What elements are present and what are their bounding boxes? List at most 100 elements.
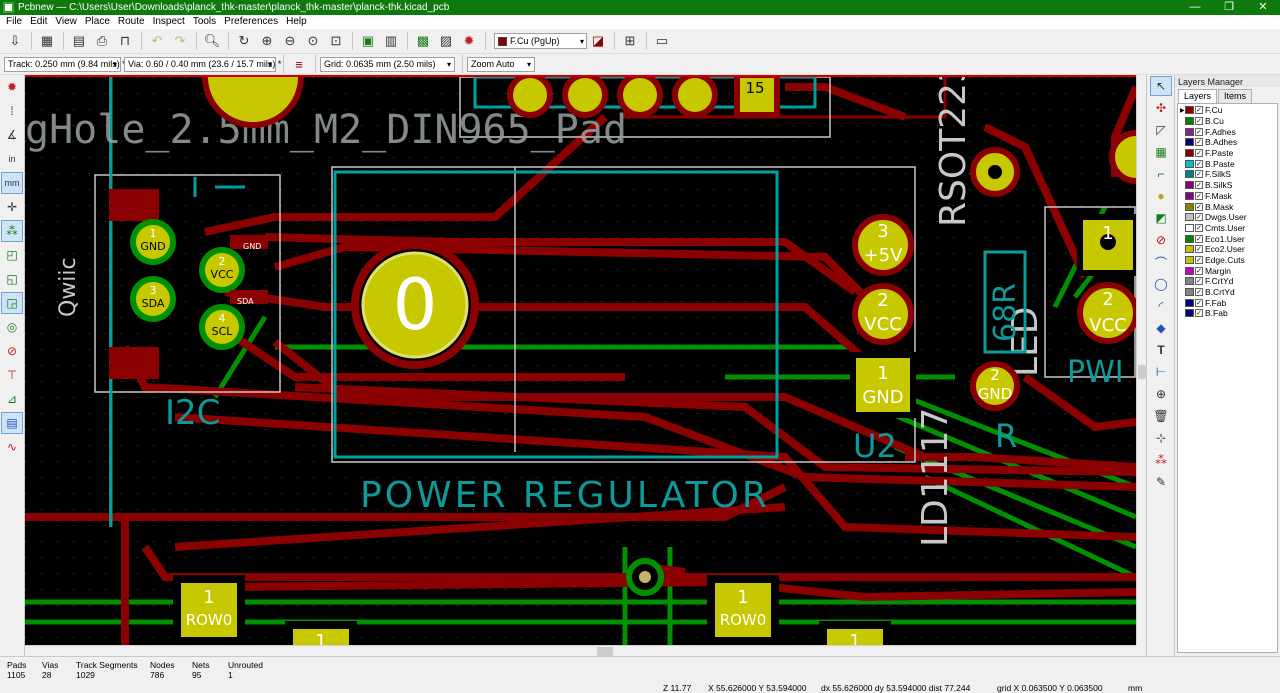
layer-color-swatch[interactable] xyxy=(1185,170,1194,179)
layer-visible-checkbox[interactable]: ✓ xyxy=(1195,181,1203,190)
layer-visible-checkbox[interactable]: ✓ xyxy=(1195,277,1203,286)
add-circle-icon[interactable]: ◯ xyxy=(1154,277,1168,291)
track-width-select[interactable]: Track: 0.250 mm (9.84 mils) * ▾ xyxy=(4,56,126,72)
layer-visible-checkbox[interactable]: ✓ xyxy=(1195,223,1203,232)
open-icon[interactable]: ⇩ xyxy=(9,33,21,48)
pad-5v[interactable] xyxy=(852,214,914,276)
vertical-scroll-thumb[interactable] xyxy=(1138,365,1146,379)
pad[interactable] xyxy=(734,77,780,118)
auto-track-width-icon[interactable]: ≡ xyxy=(295,56,303,72)
pad-sda[interactable] xyxy=(130,276,176,322)
layer-row[interactable]: ✓B.Fab xyxy=(1178,308,1277,319)
layer-color-swatch[interactable] xyxy=(1185,266,1194,275)
layer-visible-checkbox[interactable]: ✓ xyxy=(1195,255,1203,264)
add-polygon-icon[interactable]: ◆ xyxy=(1156,321,1166,335)
pcb-canvas[interactable]: gHole_2.5mm_M2_DIN965_Pad POWER REGULATO… xyxy=(25,75,1136,645)
layer-row[interactable]: ✓B.SilkS xyxy=(1178,180,1277,191)
layer-color-swatch[interactable] xyxy=(1185,213,1194,222)
menu-tools[interactable]: Tools xyxy=(192,16,217,27)
layer-row[interactable]: ✓B.Mask xyxy=(1178,201,1277,212)
curved-ratsnest-icon[interactable]: ◰ xyxy=(6,248,18,262)
zoom-selection-icon[interactable]: ⊡ xyxy=(330,33,342,48)
layer-color-swatch[interactable] xyxy=(1185,181,1194,190)
high-contrast-icon[interactable]: ⊿ xyxy=(6,392,18,406)
layer-row[interactable]: ✓Edge.Cuts xyxy=(1178,255,1277,266)
zone-outline-icon[interactable]: ◲ xyxy=(1,292,23,314)
led-pad-2[interactable] xyxy=(1077,282,1136,344)
layer-visible-checkbox[interactable]: ✓ xyxy=(1195,117,1203,126)
minimize-button[interactable]: — xyxy=(1189,1,1201,13)
layer-row[interactable]: ✓B.Adhes xyxy=(1178,137,1277,148)
add-target-icon[interactable]: ⊕ xyxy=(1155,387,1167,401)
layer-row[interactable]: ✓F.Paste xyxy=(1178,148,1277,159)
board-view[interactable]: gHole_2.5mm_M2_DIN965_Pad POWER REGULATO… xyxy=(25,77,1136,645)
layer-row[interactable]: ✓B.CrtYd xyxy=(1178,287,1277,298)
tab-items[interactable]: Items xyxy=(1218,89,1253,103)
page-settings-icon[interactable]: ▤ xyxy=(72,33,86,48)
via-sketch-icon[interactable]: ⊘ xyxy=(6,344,18,358)
layer-row[interactable]: ✓F.SilkS xyxy=(1178,169,1277,180)
layer-visible-checkbox[interactable]: ✓ xyxy=(1195,266,1203,275)
find-icon[interactable]: 🔍︎ xyxy=(203,33,221,48)
drc-icon[interactable]: ✹ xyxy=(463,33,475,48)
layer-color-swatch[interactable] xyxy=(1185,117,1194,126)
update-pcb-icon[interactable]: ▨ xyxy=(439,33,453,48)
layer-visible-checkbox[interactable]: ✓ xyxy=(1195,138,1203,147)
vertical-scrollbar[interactable] xyxy=(1136,75,1146,645)
layer-row[interactable]: ✓Eco2.User xyxy=(1178,244,1277,255)
layer-visible-checkbox[interactable]: ✓ xyxy=(1195,106,1203,115)
polar-coords-icon[interactable]: ∡ xyxy=(6,128,18,142)
add-zone-icon[interactable]: ◩ xyxy=(1155,211,1167,225)
layer-visible-checkbox[interactable]: ✓ xyxy=(1195,245,1203,254)
zoom-select[interactable]: Zoom Auto ▾ xyxy=(467,56,535,72)
switch-pad[interactable] xyxy=(285,621,357,645)
menu-help[interactable]: Help xyxy=(286,16,307,27)
layer-row[interactable]: ✓F.Fab xyxy=(1178,297,1277,308)
pad-gnd[interactable] xyxy=(130,219,176,265)
via-size-select[interactable]: Via: 0.60 / 0.40 mm (23.6 / 15.7 mils) *… xyxy=(124,56,281,72)
layer-row[interactable]: ✓B.Paste xyxy=(1178,158,1277,169)
drc-marker-icon[interactable]: ✹ xyxy=(6,80,18,94)
resistor-pad-gnd[interactable] xyxy=(970,361,1020,411)
print-icon[interactable]: ⎙ xyxy=(96,33,108,48)
grid-select[interactable]: Grid: 0.0635 mm (2.50 mils) ▾ xyxy=(320,56,455,72)
menu-preferences[interactable]: Preferences xyxy=(224,16,279,27)
grid-origin-icon[interactable]: ⁂ xyxy=(1155,453,1167,467)
layer-color-swatch[interactable] xyxy=(1185,277,1194,286)
switch-pad[interactable] xyxy=(819,621,891,645)
layer-visible-checkbox[interactable]: ✓ xyxy=(1195,213,1203,222)
layer-color-swatch[interactable] xyxy=(1185,288,1194,297)
layer-visible-checkbox[interactable]: ✓ xyxy=(1195,298,1203,307)
layer-row[interactable]: ✓F.Adhes xyxy=(1178,126,1277,137)
ratsnest-icon[interactable]: ⁂ xyxy=(1,220,23,242)
layer-row[interactable]: ✓B.Cu xyxy=(1178,116,1277,127)
tab-layers[interactable]: Layers xyxy=(1178,89,1218,103)
layer-visible-checkbox[interactable]: ✓ xyxy=(1195,159,1203,168)
menu-file[interactable]: File xyxy=(6,16,23,27)
pad[interactable] xyxy=(672,77,718,118)
pad[interactable] xyxy=(562,77,608,118)
maximize-button[interactable]: ❐ xyxy=(1224,1,1234,13)
add-line-icon[interactable]: ⌒ xyxy=(1154,255,1167,270)
zoom-in-icon[interactable]: ⊕ xyxy=(261,33,273,48)
zoom-out-icon[interactable]: ⊖ xyxy=(284,33,296,48)
menu-edit[interactable]: Edit xyxy=(30,16,48,27)
switch-pad-row0[interactable] xyxy=(173,575,245,645)
local-ratsnest-icon[interactable]: ◸ xyxy=(1156,123,1166,137)
connector-tab[interactable] xyxy=(109,189,159,221)
layer-color-swatch[interactable] xyxy=(1185,106,1194,115)
grid-toggle-icon[interactable]: ⁞ xyxy=(10,104,14,118)
layer-row[interactable]: ▶✓F.Cu xyxy=(1178,105,1277,116)
active-layer-select[interactable]: F.Cu (PgUp) ▾ xyxy=(494,33,587,49)
netlist-icon[interactable]: ▩ xyxy=(416,33,430,48)
autoplace-icon[interactable]: ⊞ xyxy=(624,33,636,48)
inch-units-icon[interactable]: in xyxy=(8,154,16,164)
add-arc-icon[interactable]: ◜ xyxy=(1158,299,1164,313)
layer-visible-checkbox[interactable]: ✓ xyxy=(1195,288,1203,297)
add-text-icon[interactable]: T xyxy=(1157,343,1165,357)
set-origin-icon[interactable]: ⊹ xyxy=(1155,431,1167,445)
route-track-icon[interactable]: ⌐ xyxy=(1157,167,1165,181)
pad-gnd[interactable] xyxy=(850,352,916,418)
layer-visible-checkbox[interactable]: ✓ xyxy=(1195,234,1203,243)
add-footprint-icon[interactable]: ▦ xyxy=(1155,145,1167,159)
